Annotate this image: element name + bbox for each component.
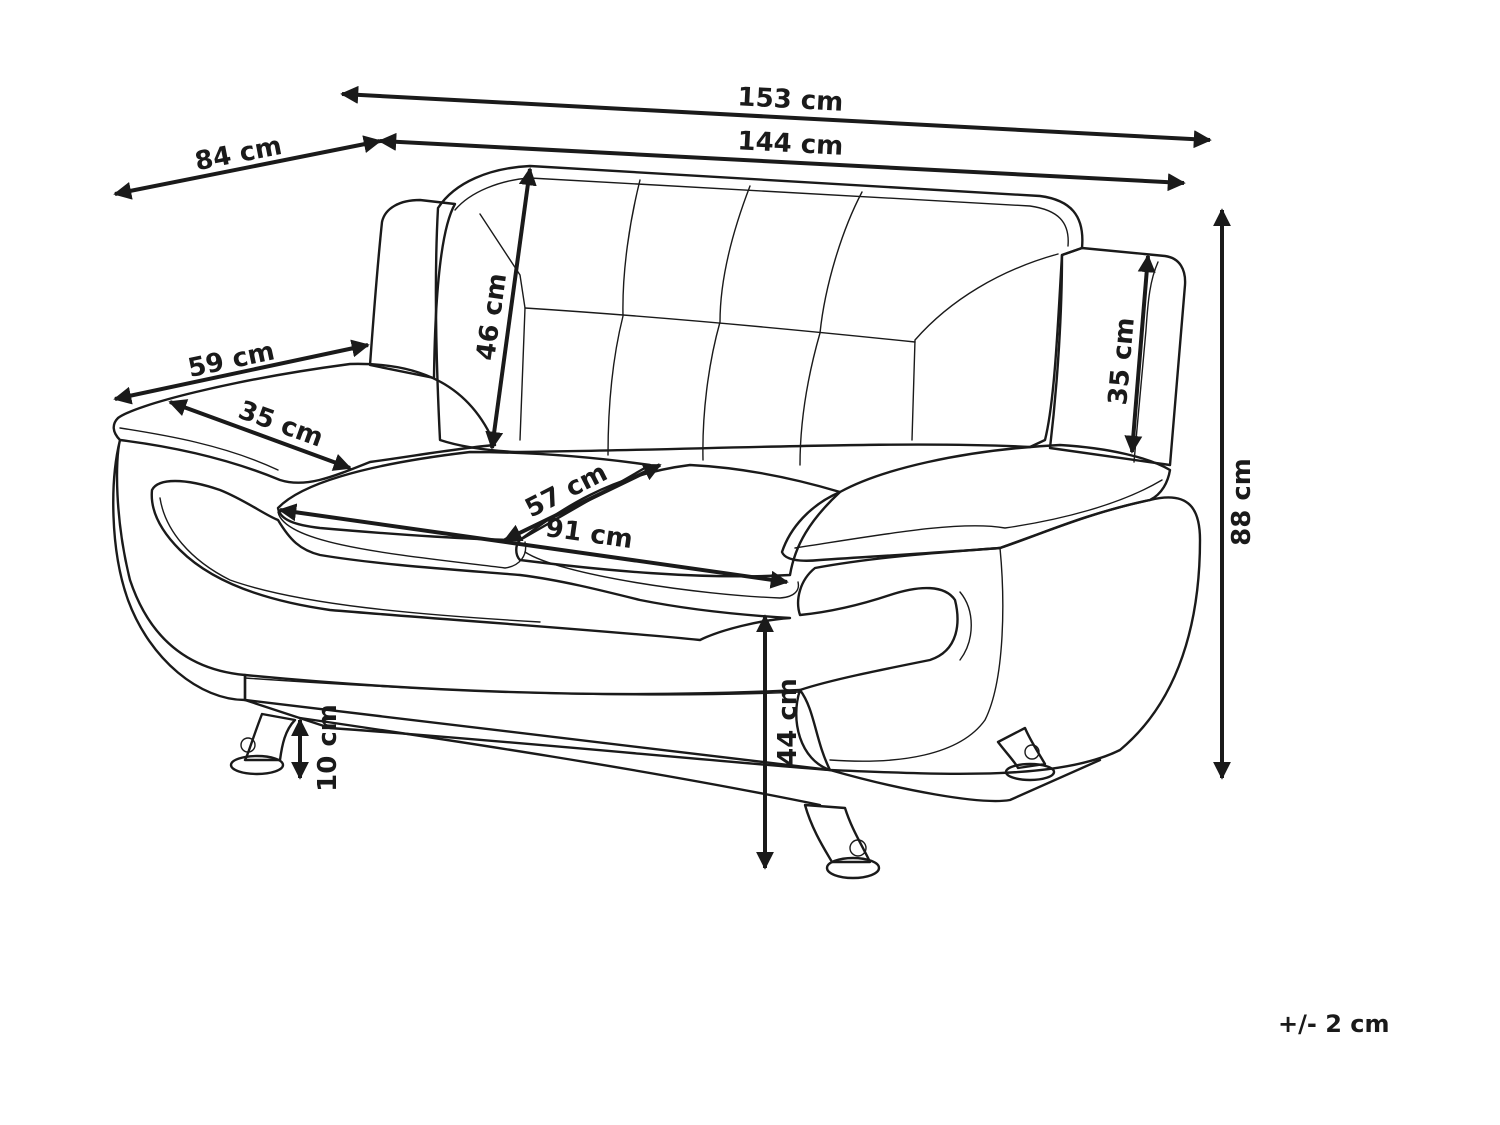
inner-width-arrow	[378, 132, 1186, 192]
overall-width-arrow	[340, 85, 1212, 149]
right-armrest-body-inner	[829, 547, 1004, 762]
armrest-height-arrow	[1124, 254, 1156, 454]
front-rail-bottom	[243, 698, 1102, 803]
left-armrest-body	[112, 438, 247, 702]
leg-height-label: 10 cm	[313, 704, 343, 792]
inner-width-label: 144 cm	[737, 126, 844, 161]
right-armrest-post	[1048, 246, 1187, 467]
backrest-inner-top	[454, 177, 1069, 247]
front-rail-top	[244, 677, 801, 696]
leg-right-back	[996, 726, 1056, 782]
backrest-tufting-v2	[702, 185, 751, 461]
seat-width-arrow	[278, 503, 789, 589]
backrest-height-arrow	[485, 167, 537, 450]
armrest-width-arrow	[168, 399, 352, 471]
base-bottom	[298, 716, 822, 807]
leg-left	[229, 712, 297, 776]
right-armrest-body	[795, 496, 1202, 775]
armrest-width-label: 35 cm	[234, 395, 327, 453]
tolerance-note: +/- 2 cm	[1278, 1010, 1390, 1038]
right-armrest-loop-inner	[959, 591, 972, 661]
left-armrest-post	[368, 198, 457, 380]
armrest-depth-arrow	[113, 339, 370, 405]
left-armrest-opening	[150, 479, 792, 642]
right-armrest-pad-edge	[794, 479, 1163, 549]
backrest-tufting-horizontal	[524, 307, 916, 343]
depth-arrow	[113, 135, 382, 200]
backrest-outline	[434, 164, 1084, 454]
leg-right-front	[803, 803, 881, 880]
left-armrest-opening-inner	[159, 497, 541, 623]
backrest-tufting-v3	[799, 191, 863, 466]
backrest-right-wing	[911, 253, 1059, 441]
sofa-drawing	[112, 164, 1202, 880]
overall-width-label: 153 cm	[737, 82, 844, 117]
dimension-arrows	[113, 85, 1231, 870]
backrest-tufting-v1	[607, 179, 641, 456]
seat-height-label: 44 cm	[773, 678, 803, 766]
total-height-label: 88 cm	[1227, 458, 1257, 546]
